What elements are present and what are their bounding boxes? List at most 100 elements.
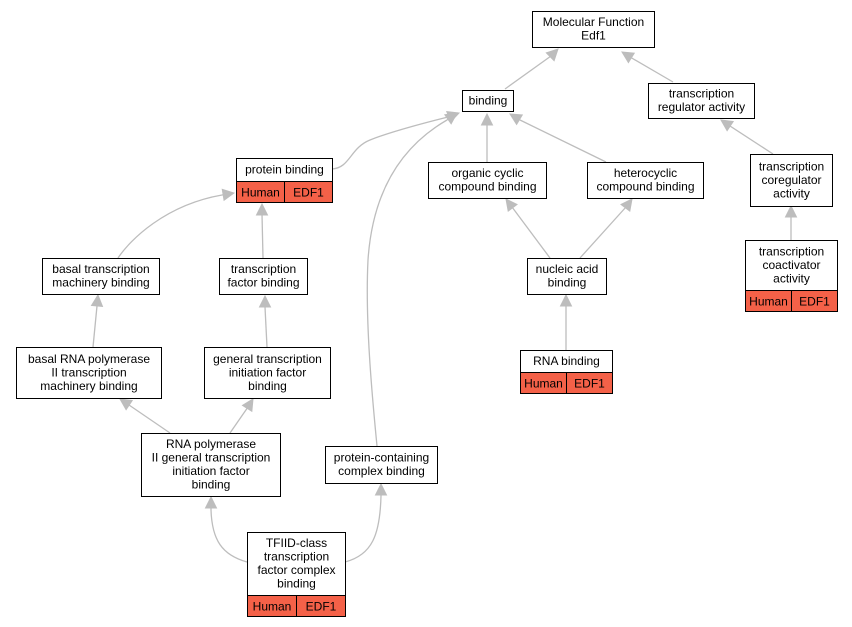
- edge-nab-to-hcb: [579, 198, 633, 259]
- node-label-line: basal RNA polymerase: [28, 352, 150, 366]
- annotation-gene-label: EDF1: [574, 377, 605, 391]
- node-box: [42, 258, 160, 295]
- arrowhead-icon: [90, 293, 104, 308]
- arrowhead-icon: [241, 398, 254, 413]
- node-label-line: activity: [773, 271, 810, 285]
- node-label-line: RNA binding: [533, 354, 600, 368]
- node-label-line: Edf1: [581, 29, 606, 43]
- annotation-gene-cell: [296, 595, 346, 617]
- node-box: [325, 446, 438, 484]
- node-label-line: nucleic acid: [536, 262, 599, 276]
- node-label-line: binding: [277, 577, 316, 591]
- go-term-node-binding[interactable]: binding: [462, 90, 514, 112]
- edge-line: [264, 306, 268, 348]
- edge-prot-to-binding: [331, 111, 461, 170]
- node-label-line: basal transcription: [52, 262, 149, 276]
- node-box: [648, 83, 755, 119]
- annotation-gene-label: EDF1: [293, 186, 324, 200]
- node-box: [428, 162, 547, 199]
- node-label-line: transcription: [264, 550, 329, 564]
- node-label-line: TFIID-class: [266, 536, 327, 550]
- node-box: [219, 258, 308, 295]
- edge-line: [229, 406, 249, 434]
- node-label-line: factor complex: [257, 563, 335, 577]
- edge-tfiid-to-pccb: [344, 482, 388, 563]
- arrowhead-icon: [509, 113, 524, 126]
- node-label-line: coactivator: [762, 258, 820, 272]
- node-label-line: binding: [248, 379, 287, 393]
- node-label-line: organic cyclic: [451, 166, 523, 180]
- annotation-species-label: Human: [524, 377, 563, 391]
- edge-nab-to-occb: [505, 198, 551, 259]
- node-label-line: activity: [773, 186, 810, 200]
- edge-rnab-to-nab: [559, 293, 573, 350]
- node-label-line: compound binding: [596, 180, 694, 194]
- node-label-line: transcription: [669, 87, 734, 101]
- node-label-line: transcription: [759, 244, 824, 258]
- node-label-line: binding: [548, 276, 587, 290]
- node-box: [750, 154, 833, 207]
- edge-btmb-to-prot: [117, 188, 236, 259]
- annotation-species-label: Human: [241, 186, 280, 200]
- edge-tfiid-to-rnapii: [204, 495, 248, 563]
- node-label-line: II general transcription: [152, 451, 271, 465]
- arrowhead-icon: [119, 398, 134, 411]
- annotation-species-label: Human: [749, 295, 788, 309]
- node-label-line: transcription: [231, 262, 296, 276]
- edge-line: [92, 305, 98, 348]
- edge-line: [729, 125, 774, 155]
- arrowhead-icon: [374, 482, 388, 496]
- node-box: [462, 90, 514, 112]
- edge-trac-to-mf: [621, 51, 674, 83]
- arrowhead-icon: [258, 294, 272, 308]
- node-box: [16, 347, 162, 399]
- edge-line: [128, 404, 171, 434]
- annotation-species-label: Human: [253, 600, 292, 614]
- node-label-line: initiation factor: [172, 464, 249, 478]
- node-label-line: complex binding: [338, 464, 425, 478]
- node-box: [204, 347, 331, 399]
- node-box: [247, 532, 346, 596]
- edges-layer: [90, 48, 798, 563]
- arrowhead-icon: [545, 48, 559, 62]
- arrowhead-icon: [204, 495, 218, 509]
- edge-hcb-to-binding: [509, 113, 607, 163]
- edge-tfb-to-prot: [255, 202, 269, 259]
- node-box: [532, 11, 655, 48]
- node-label-line: regulator activity: [658, 100, 745, 114]
- edge-line: [210, 509, 248, 563]
- node-label-line: protein binding: [245, 162, 324, 176]
- edge-tcoact-to-tcoreg: [784, 204, 798, 240]
- annotation-gene-label: EDF1: [799, 295, 830, 309]
- node-label-line: machinery binding: [40, 379, 137, 393]
- edge-occb-to-binding: [480, 112, 494, 162]
- annotation-gene-cell: [566, 372, 613, 394]
- edge-line: [331, 116, 449, 170]
- annotation-gene-label: EDF1: [306, 600, 337, 614]
- edge-brnap-to-btmb: [90, 293, 104, 348]
- node-label-line: general transcription: [213, 352, 322, 366]
- node-box: [587, 162, 704, 199]
- edge-gtifb-to-tfb: [258, 294, 272, 348]
- edge-line: [511, 206, 551, 259]
- node-label-line: initiation factor: [229, 365, 306, 379]
- arrowhead-icon: [559, 293, 573, 307]
- node-label-line: compound binding: [438, 180, 536, 194]
